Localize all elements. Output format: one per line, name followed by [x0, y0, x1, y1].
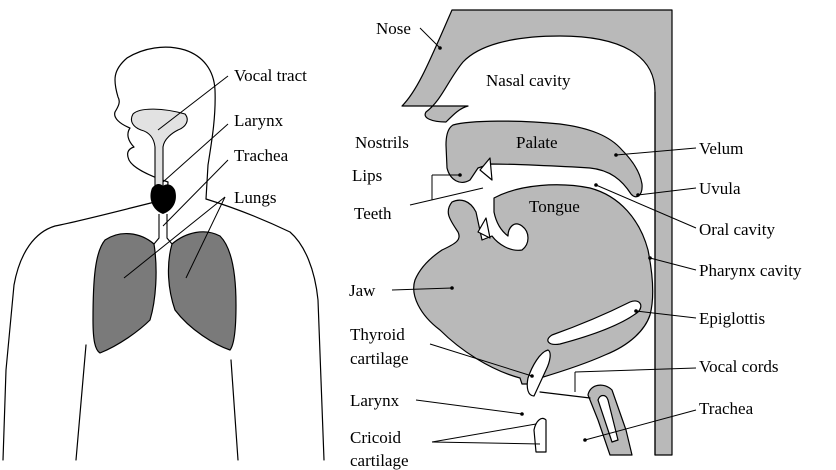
left-lung-shape	[93, 234, 156, 353]
body-figure: Vocal tract Larynx Trachea Lungs	[3, 47, 324, 460]
label-velum: Velum	[699, 139, 743, 158]
vocal-tract-shape	[131, 109, 187, 188]
label-pharynx-cavity: Pharynx cavity	[699, 261, 802, 280]
label-thyroid-line2: cartilage	[350, 349, 409, 368]
label-vocal-cords: Vocal cords	[699, 357, 778, 376]
label-larynx-body: Larynx	[234, 111, 284, 130]
label-teeth: Teeth	[354, 204, 392, 223]
label-lips: Lips	[352, 166, 382, 185]
label-oral-cavity: Oral cavity	[699, 220, 775, 239]
label-cricoid-line1: Cricoid	[350, 428, 401, 447]
right-lung-shape	[168, 232, 236, 350]
vocal-cords-shape	[540, 392, 590, 398]
label-tongue: Tongue	[529, 197, 580, 216]
label-trachea-body: Trachea	[234, 146, 289, 165]
label-uvula: Uvula	[699, 179, 741, 198]
label-thyroid-line1: Thyroid	[350, 325, 405, 344]
label-larynx-head: Larynx	[350, 391, 400, 410]
label-jaw: Jaw	[349, 281, 376, 300]
label-lungs: Lungs	[234, 188, 277, 207]
trachea-shape	[154, 214, 172, 244]
label-cricoid-line2: cartilage	[350, 451, 409, 470]
head-cross-section: Nose Nasal cavity Nostrils Palate Velum …	[349, 10, 802, 470]
label-epiglottis: Epiglottis	[699, 309, 765, 328]
arm-inner-left	[76, 345, 86, 460]
cricoid-cartilage-shape	[534, 418, 546, 452]
label-nasal-cavity: Nasal cavity	[486, 71, 571, 90]
label-palate: Palate	[516, 133, 558, 152]
label-nostrils: Nostrils	[355, 133, 409, 152]
label-nose: Nose	[376, 19, 411, 38]
arm-inner-right	[231, 360, 238, 460]
label-vocal-tract: Vocal tract	[234, 66, 307, 85]
larynx-shape	[150, 184, 175, 214]
label-trachea-head: Trachea	[699, 399, 754, 418]
